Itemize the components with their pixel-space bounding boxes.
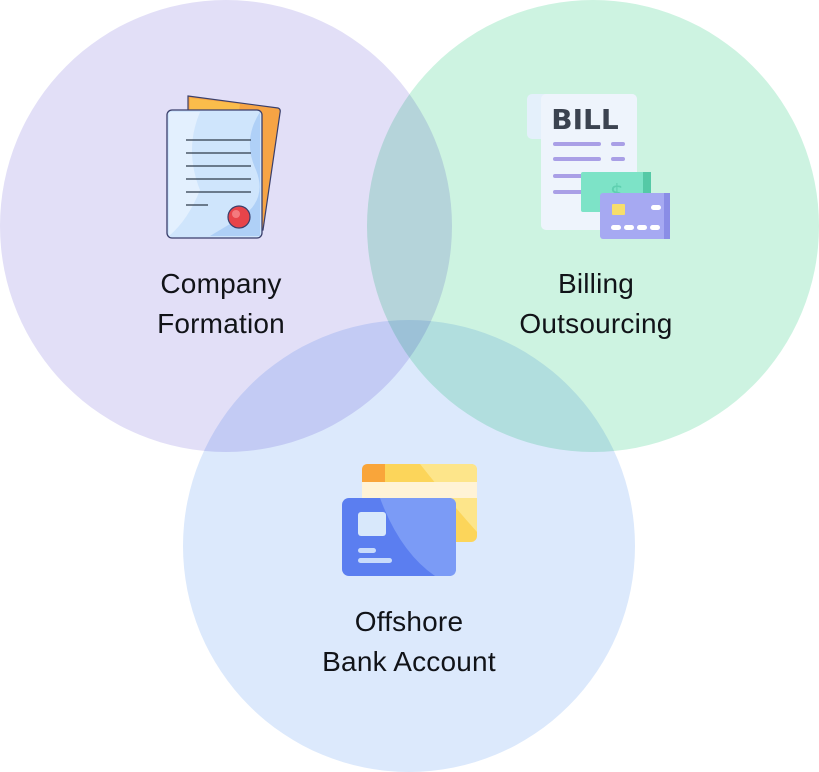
label-line: Outsourcing <box>519 308 673 339</box>
label-billing-outsourcing: Billing Outsourcing <box>476 264 716 344</box>
label-line: Company <box>160 268 282 299</box>
bill-icon-text: BILL <box>551 103 619 136</box>
label-line: Offshore <box>354 606 464 637</box>
bill-receipt-icon: BILL $ <box>527 94 670 239</box>
label-line: Bank Account <box>322 646 496 677</box>
certificate-document-icon <box>166 95 281 239</box>
label-line: Billing <box>557 268 635 299</box>
label-company-formation: Company Formation <box>121 264 321 344</box>
label-offshore-bank-account: Offshore Bank Account <box>289 602 529 682</box>
label-line: Formation <box>157 308 285 339</box>
credit-cards-icon <box>342 464 477 576</box>
